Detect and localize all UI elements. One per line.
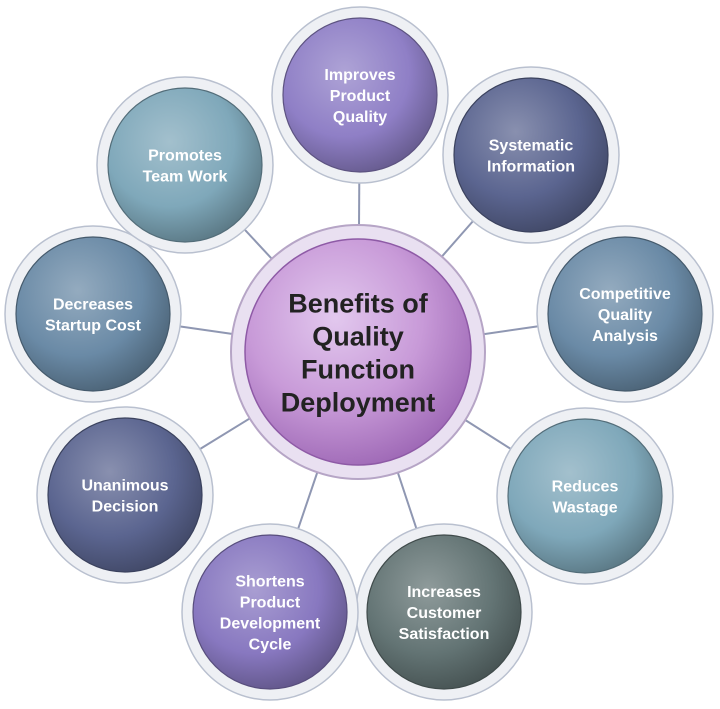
benefit-node-label-line: Satisfaction: [399, 626, 490, 643]
benefit-node-circle: [507, 418, 663, 574]
benefit-node-label-line: Promotes: [148, 148, 222, 165]
connector-line: [175, 324, 237, 336]
benefit-node-circle: [192, 534, 348, 690]
benefit-node-label-line: Quality: [333, 109, 387, 126]
benefit-node-label-line: Increases: [407, 584, 481, 601]
connector-line: [295, 468, 320, 533]
benefit-node-label-line: Wastage: [552, 500, 617, 517]
benefit-node-label-line: Competitive: [579, 286, 671, 303]
connector-line: [196, 415, 254, 452]
benefit-node-label-line: Quality: [598, 307, 652, 324]
benefit-node-label-line: Decision: [92, 499, 159, 516]
benefit-node-label-line: Decreases: [53, 297, 133, 314]
benefit-node-label-line: Development: [220, 616, 321, 633]
benefit-node-label-line: Information: [487, 159, 575, 176]
connector-line: [395, 468, 419, 533]
benefit-node-label-line: Startup Cost: [45, 318, 142, 335]
benefit-node-label-line: Product: [330, 88, 391, 105]
benefit-node-circle: [547, 236, 703, 392]
benefit-node-circle: [47, 417, 203, 573]
connector-line: [241, 226, 276, 263]
connector-lines: [175, 178, 542, 533]
center-title-line: Function: [301, 355, 415, 385]
benefit-node-label-line: Cycle: [249, 637, 292, 654]
benefit-node-circle: [107, 87, 263, 243]
benefit-node-label-line: Unanimous: [81, 478, 168, 495]
benefit-node-label-line: Shortens: [235, 574, 304, 591]
benefit-node-label-line: Systematic: [489, 138, 574, 155]
benefit-node-label-line: Product: [240, 595, 301, 612]
benefit-node-circle: [282, 17, 438, 173]
benefit-node-circle: [15, 236, 171, 392]
center-title-line: Deployment: [281, 388, 436, 418]
benefit-node-label-line: Team Work: [143, 169, 228, 186]
benefit-node-circle: [453, 77, 609, 233]
center-title-line: Quality: [312, 322, 404, 352]
center-title-line: Benefits of: [288, 289, 429, 319]
benefit-node-circle: [366, 534, 522, 690]
connector-line: [438, 217, 477, 261]
benefit-node-label-line: Improves: [324, 67, 395, 84]
benefit-node-label-line: Customer: [407, 605, 482, 622]
connector-line: [479, 324, 542, 336]
benefit-node-label-line: Analysis: [592, 328, 658, 345]
connector-line: [461, 417, 515, 452]
center-hub-circle: [244, 238, 472, 466]
benefit-node-label-line: Reduces: [552, 479, 619, 496]
